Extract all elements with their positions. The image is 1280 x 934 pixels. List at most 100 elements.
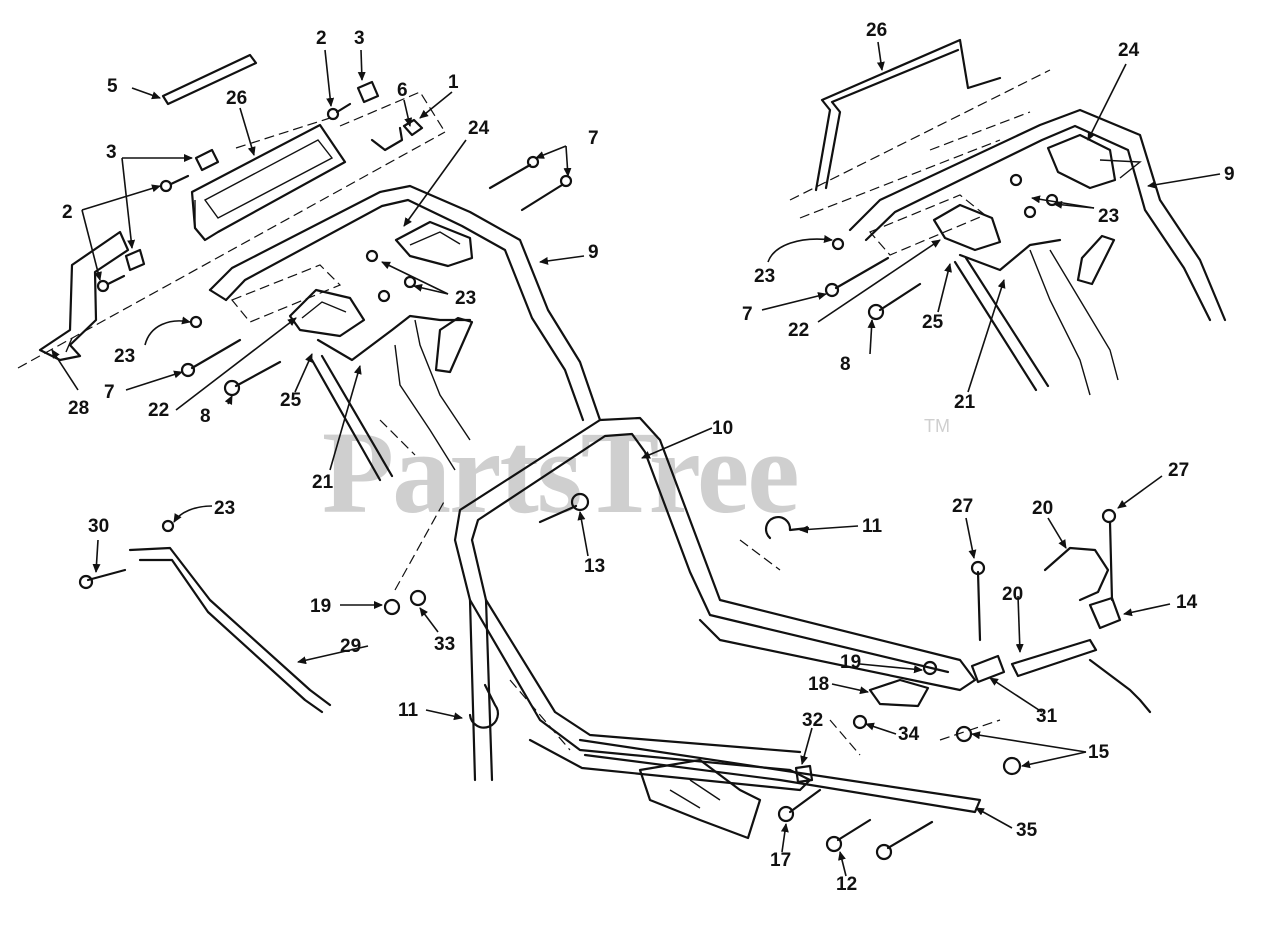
- part-6-clip: [370, 126, 404, 152]
- part-7-bolt-c: [190, 338, 242, 370]
- assembly-guide-mid: [235, 117, 331, 149]
- callout-19: 19: [840, 652, 861, 673]
- callout-11: 11: [862, 516, 883, 537]
- part-8-bolt: [234, 360, 282, 388]
- callout-7: 7: [742, 304, 753, 325]
- part-20-spring: [1043, 546, 1110, 602]
- callout-labels: 5 3 2 2 3 26 6 1 24 7 9 23 23 28 7 22 25…: [62, 20, 1235, 895]
- part-27-bolt-a: [976, 570, 982, 642]
- part-14-bracket: [1088, 596, 1122, 630]
- callout-3: 3: [354, 28, 365, 49]
- cable-grip-left: [434, 316, 474, 374]
- callout-29: 29: [340, 636, 361, 657]
- watermark-trademark: TM: [924, 416, 950, 436]
- callout-8: 8: [200, 406, 211, 427]
- part-18-lever: [868, 678, 930, 708]
- part-21-cable-right: [958, 238, 1062, 272]
- callout-14: 14: [1176, 592, 1198, 613]
- callout-12: 12: [836, 874, 857, 895]
- callout-20: 20: [1002, 584, 1023, 605]
- callout-6: 6: [397, 80, 408, 101]
- callout-1: 1: [448, 72, 459, 93]
- part-7-bolt-a: [488, 163, 532, 190]
- callout-21: 21: [312, 472, 334, 493]
- callout-5: 5: [107, 76, 118, 97]
- left-assembly: [17, 53, 602, 482]
- part-11-clip-upper: [765, 515, 810, 540]
- callout-23: 23: [754, 266, 775, 287]
- deck-bracket: [638, 758, 762, 840]
- callout-10: 10: [712, 418, 733, 439]
- callout-22: 22: [148, 400, 169, 421]
- callout-32: 32: [802, 710, 823, 731]
- upper-handle-right: [848, 108, 1227, 322]
- part-29-rod: [128, 546, 332, 707]
- part-33-washer: [409, 589, 427, 607]
- lower-handle-assembly: [78, 416, 1152, 861]
- callout-30: 30: [88, 516, 109, 537]
- part-12-bolt-a: [836, 818, 872, 842]
- callout-11: 11: [398, 700, 419, 721]
- watermark: PartsTree TM: [322, 407, 950, 538]
- callout-19: 19: [310, 596, 331, 617]
- assembly-guide-upper: [17, 131, 446, 369]
- part-28-bracket: [38, 230, 130, 362]
- part-32-spacer: [794, 764, 814, 784]
- callout-23: 23: [455, 288, 476, 309]
- callout-33: 33: [434, 634, 455, 655]
- callout-9: 9: [1224, 164, 1235, 185]
- callout-34: 34: [898, 724, 920, 745]
- part-3-nut-a: [194, 148, 220, 172]
- callout-15: 15: [1088, 742, 1110, 763]
- part-26-control-bar: [814, 38, 1002, 192]
- callout-26: 26: [866, 20, 887, 41]
- cable-grip-right: [1076, 234, 1116, 286]
- part-13-bolt: [538, 504, 578, 524]
- part-31-plate: [970, 654, 1006, 684]
- part-24-lever-right: [1046, 133, 1117, 190]
- right-assembly: [789, 38, 1227, 396]
- callout-24: 24: [468, 118, 490, 139]
- callout-23: 23: [214, 498, 235, 519]
- callout-8: 8: [840, 354, 851, 375]
- callout-25: 25: [280, 390, 302, 411]
- part-3-nut-b: [124, 248, 146, 272]
- callout-17: 17: [770, 850, 791, 871]
- watermark-text: PartsTree: [322, 407, 798, 538]
- callout-18: 18: [808, 674, 829, 695]
- part-2-bolt-c: [326, 107, 340, 121]
- callout-2: 2: [62, 202, 73, 223]
- upper-handle-left: [208, 184, 602, 422]
- callout-2: 2: [316, 28, 327, 49]
- callout-35: 35: [1016, 820, 1038, 841]
- part-5-strip: [161, 53, 258, 106]
- callout-13: 13: [584, 556, 605, 577]
- callout-21: 21: [954, 392, 976, 413]
- callout-26: 26: [226, 88, 247, 109]
- part-24-lever-upper: [394, 220, 474, 268]
- part-19-nut-left: [383, 598, 401, 616]
- part-30-bolt: [86, 568, 127, 582]
- part-1-nut: [402, 118, 424, 137]
- part-3-nut-c: [356, 80, 380, 104]
- part-10-lower-handle: [453, 416, 977, 782]
- part-12-bolt-b: [886, 820, 934, 850]
- callout-25: 25: [922, 312, 944, 333]
- callout-7: 7: [588, 128, 599, 149]
- callout-27: 27: [1168, 460, 1189, 481]
- callout-leaders: [51, 41, 1221, 877]
- callout-23: 23: [1098, 206, 1119, 227]
- callout-23: 23: [114, 346, 135, 367]
- callout-20: 20: [1032, 498, 1053, 519]
- callout-28: 28: [68, 398, 89, 419]
- part-7-bolt-b: [520, 183, 564, 212]
- part-21-cable-left: [316, 314, 472, 362]
- part-27-bolt-b: [1108, 520, 1114, 602]
- part-11-clip-lower: [468, 683, 500, 729]
- callout-7: 7: [104, 382, 115, 403]
- callout-24: 24: [1118, 40, 1140, 61]
- callout-27: 27: [952, 496, 973, 517]
- part-17-bolt: [788, 788, 822, 814]
- part-20-spring-flat: [1010, 638, 1098, 678]
